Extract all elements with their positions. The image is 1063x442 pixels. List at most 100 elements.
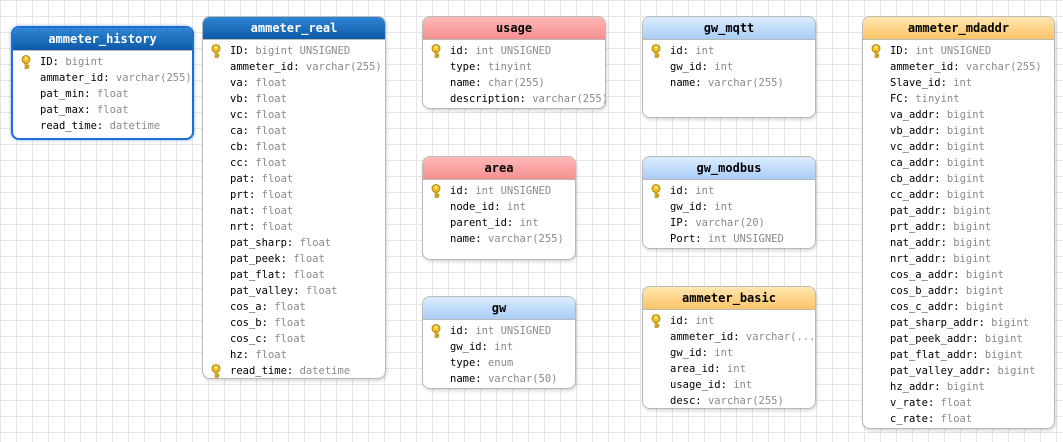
column-separator: : <box>934 381 947 393</box>
column-row[interactable]: pat_addr: bigint <box>863 203 1054 219</box>
column-row[interactable]: id: int UNSIGNED <box>423 43 605 59</box>
column-row[interactable]: area_id: int <box>643 361 815 377</box>
column-row[interactable]: pat_flat: float <box>203 267 385 283</box>
column-row[interactable]: v_rate: float <box>863 395 1054 411</box>
column-row[interactable]: cc_addr: bigint <box>863 187 1054 203</box>
column-row[interactable]: prt_addr: bigint <box>863 219 1054 235</box>
table-title[interactable]: ammeter_basic <box>643 287 815 310</box>
column-row[interactable]: id: int UNSIGNED <box>423 323 575 339</box>
column-row[interactable]: vc_addr: bigint <box>863 139 1054 155</box>
column-row[interactable]: nrt: float <box>203 219 385 235</box>
column-row[interactable]: cc: float <box>203 155 385 171</box>
column-row[interactable]: ammeter_id: varchar(... <box>643 329 815 345</box>
column-row[interactable]: va_addr: bigint <box>863 107 1054 123</box>
table-title[interactable]: gw <box>423 297 575 320</box>
column-row[interactable]: desc: varchar(255) <box>643 393 815 408</box>
column-row[interactable]: va: float <box>203 75 385 91</box>
column-row[interactable]: pat_min: float <box>13 86 192 102</box>
column-row[interactable]: Port: int UNSIGNED <box>643 231 815 247</box>
column-row[interactable]: nat: float <box>203 203 385 219</box>
column-row[interactable]: ammater_id: varchar(255) <box>13 70 192 86</box>
column-row[interactable]: name: varchar(255) <box>643 75 815 91</box>
column-row[interactable]: ca_addr: bigint <box>863 155 1054 171</box>
column-row[interactable]: id: int <box>643 183 815 199</box>
table-title[interactable]: ammeter_real <box>203 17 385 40</box>
column-row[interactable]: cb: float <box>203 139 385 155</box>
column-row[interactable]: ID: int UNSIGNED <box>863 43 1054 59</box>
column-row[interactable]: id: int <box>643 313 815 329</box>
column-row[interactable]: pat_sharp_addr: bigint <box>863 315 1054 331</box>
column-row[interactable]: nat_addr: bigint <box>863 235 1054 251</box>
column-separator: : <box>953 61 966 73</box>
column-row[interactable]: id: int UNSIGNED <box>423 183 575 199</box>
column-row[interactable]: name: char(255) <box>423 75 605 91</box>
column-row[interactable]: pat: float <box>203 171 385 187</box>
column-row[interactable]: Slave_id: int <box>863 75 1054 91</box>
column-row[interactable]: prt: float <box>203 187 385 203</box>
column-row[interactable]: hz_addr: bigint <box>863 379 1054 395</box>
column-row[interactable]: gw_id: int <box>643 199 815 215</box>
table-title[interactable]: gw_mqtt <box>643 17 815 40</box>
column-row[interactable]: name: varchar(255) <box>423 231 575 247</box>
column-name: v_rate <box>890 397 928 409</box>
column-row[interactable]: gw_id: int <box>643 59 815 75</box>
column-row[interactable]: gw_id: int <box>423 339 575 355</box>
column-row[interactable]: description: varchar(255) <box>423 91 605 107</box>
column-row[interactable]: ca: float <box>203 123 385 139</box>
column-row[interactable]: type: enum <box>423 355 575 371</box>
column-row[interactable]: name: varchar(50) <box>423 371 575 387</box>
column-row[interactable]: pat_flat_addr: bigint <box>863 347 1054 363</box>
column-row[interactable]: cb_addr: bigint <box>863 171 1054 187</box>
table-title[interactable]: area <box>423 157 575 180</box>
column-row[interactable]: gw_id: int <box>643 345 815 361</box>
column-row[interactable]: vb: float <box>203 91 385 107</box>
column-row[interactable]: node_id: int <box>423 199 575 215</box>
column-row[interactable]: parent_id: int <box>423 215 575 231</box>
column-row[interactable]: pat_max: float <box>13 102 192 118</box>
column-row[interactable]: cos_b: float <box>203 315 385 331</box>
column-row[interactable]: read_time: datetime <box>203 363 385 378</box>
column-row[interactable]: IP: varchar(20) <box>643 215 815 231</box>
table-title[interactable]: usage <box>423 17 605 40</box>
column-row[interactable]: pat_sharp: float <box>203 235 385 251</box>
column-row[interactable]: pat_peek: float <box>203 251 385 267</box>
column-row[interactable]: type: tinyint <box>423 59 605 75</box>
column-row[interactable]: cos_c: float <box>203 331 385 347</box>
column-row[interactable]: FC: tinyint <box>863 91 1054 107</box>
column-row[interactable]: cos_a_addr: bigint <box>863 267 1054 283</box>
column-row[interactable]: ammeter_id: varchar(255) <box>203 59 385 75</box>
column-separator: : <box>248 189 262 201</box>
column-row[interactable]: cos_a: float <box>203 299 385 315</box>
column-row[interactable]: c_rate: float <box>863 411 1054 427</box>
column-row[interactable]: nrt_addr: bigint <box>863 251 1054 267</box>
column-row[interactable]: hz: float <box>203 347 385 363</box>
column-row[interactable]: pat_peek_addr: bigint <box>863 331 1054 347</box>
column-row[interactable]: ID: bigint <box>13 54 192 70</box>
table-title[interactable]: ammeter_history <box>13 28 192 51</box>
column-row[interactable]: ID: bigint UNSIGNED <box>203 43 385 59</box>
column-row[interactable]: ammeter_id: varchar(255) <box>863 59 1054 75</box>
column-type: int <box>726 363 746 375</box>
column-name: gw_id <box>450 341 482 353</box>
column-row[interactable]: usage_id: int <box>643 377 815 393</box>
table-title[interactable]: ammeter_mdaddr <box>863 17 1054 40</box>
column-row[interactable]: pat_valley_addr: bigint <box>863 363 1054 379</box>
column-row[interactable]: vc: float <box>203 107 385 123</box>
column-row[interactable]: read_time: datetime <box>13 118 192 134</box>
column-row[interactable]: cos_c_addr: bigint <box>863 299 1054 315</box>
table-title[interactable]: gw_modbus <box>643 157 815 180</box>
column-separator: : <box>242 109 256 121</box>
column-row[interactable]: id: int <box>643 43 815 59</box>
column-row[interactable]: vb_addr: bigint <box>863 123 1054 139</box>
column-row[interactable]: cos_b_addr: bigint <box>863 283 1054 299</box>
column-row[interactable]: pat_valley: float <box>203 283 385 299</box>
